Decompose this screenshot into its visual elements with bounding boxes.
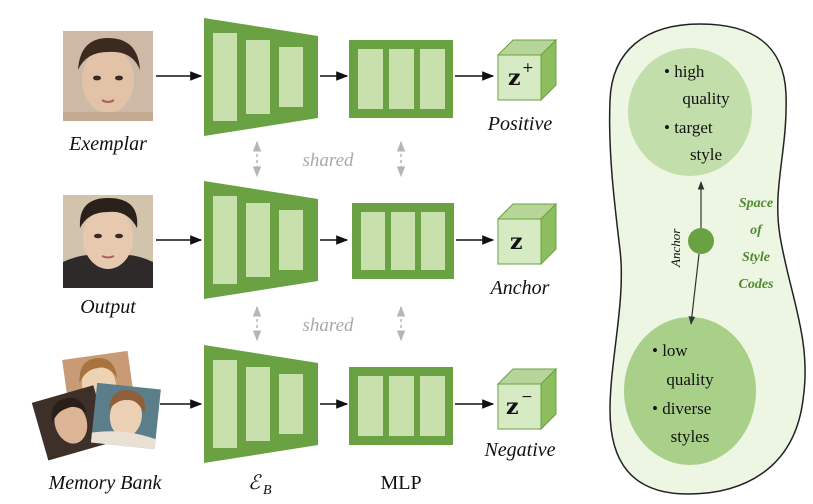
anchor-point (688, 228, 714, 254)
exemplar-label: Exemplar (68, 133, 147, 155)
bullet-low-cont: quality (666, 370, 714, 389)
encoder-symbol: ℰ (248, 472, 262, 494)
space-title-4: Codes (739, 277, 775, 292)
z-negative-sup: − (521, 389, 533, 405)
space-title-2: of (750, 223, 763, 238)
exemplar-portrait (63, 31, 153, 121)
negative-label: Negative (483, 439, 555, 461)
memory-bank-portraits (31, 350, 161, 461)
row-output: Output z Anchor (63, 181, 558, 318)
repel-arrow (688, 253, 700, 325)
z-anchor-cube: z (496, 202, 558, 266)
space-title-3: Style (742, 250, 770, 265)
z-negative-symbol: z (506, 394, 519, 420)
z-anchor-symbol: z (510, 229, 523, 255)
row-exemplar: Exemplar z + Positive (63, 18, 558, 155)
bullet-diverse-cont: styles (671, 427, 710, 446)
mlp-block (349, 367, 453, 445)
high-quality-cluster (628, 48, 752, 176)
z-negative-cube: z − (496, 367, 558, 431)
bullet-low: • low (652, 341, 688, 360)
anchor-label: Anchor (489, 277, 550, 299)
anchor-rotated-label: Anchor (668, 228, 683, 268)
z-positive-sup: + (522, 60, 534, 76)
mlp-block (352, 203, 454, 279)
row-memory-bank: Memory Bank z − Negative (31, 345, 558, 494)
space-title-1: Space (739, 196, 773, 211)
low-quality-cluster (624, 317, 756, 465)
output-portrait (63, 195, 153, 288)
bullet-diverse: • diverse (652, 399, 711, 418)
encoder-label: ℰ B (248, 472, 272, 498)
bullet-high-cont: quality (682, 89, 730, 108)
positive-label: Positive (487, 113, 553, 135)
bullet-target-cont: style (690, 145, 722, 164)
encoder-block (204, 345, 318, 463)
encoder-subscript: B (263, 483, 272, 498)
mlp-block (349, 40, 453, 118)
bullet-high: • high (664, 62, 705, 81)
bullet-target: • target (664, 118, 713, 137)
shared-label: shared (302, 150, 354, 171)
output-label: Output (80, 296, 136, 318)
z-positive-symbol: z (508, 65, 521, 91)
mlp-label: MLP (380, 472, 421, 494)
encoder-block (204, 18, 318, 136)
style-space-panel: • high quality • target style • low qual… (608, 23, 806, 495)
z-positive-cube: z + (496, 38, 558, 102)
encoder-block (204, 181, 318, 299)
memory-bank-label: Memory Bank (48, 472, 163, 494)
shared-label: shared (302, 315, 354, 336)
